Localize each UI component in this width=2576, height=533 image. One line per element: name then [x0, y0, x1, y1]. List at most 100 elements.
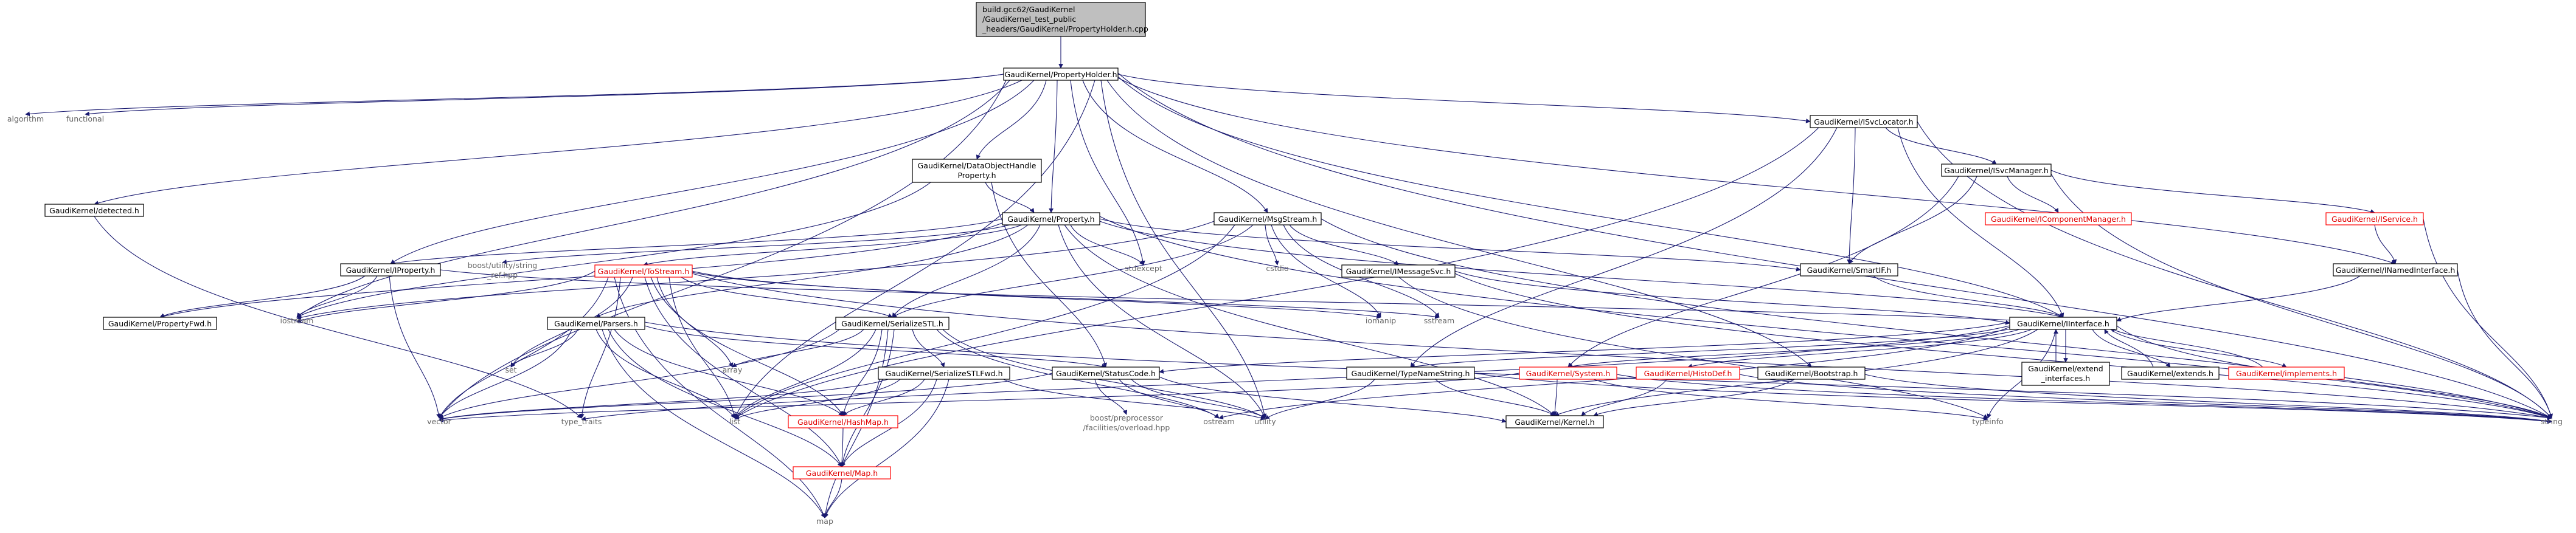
edge-msgstream-to-imessagesvc	[1289, 224, 1399, 266]
edge-tostream-to-map_h	[644, 277, 842, 467]
node-set[interactable]: set	[505, 365, 516, 374]
edge-serializestl-to-map	[823, 329, 889, 518]
node-icomponentmanager[interactable]: GaudiKernel/IComponentManager.h	[1985, 212, 2132, 225]
node-iservice[interactable]: GaudiKernel/IService.h	[2325, 212, 2424, 225]
edge-statuscode-to-boostpp	[1094, 379, 1128, 415]
include-edges	[25, 36, 2553, 518]
node-stdexcept[interactable]: stdexcept	[1125, 264, 1162, 273]
node-implements[interactable]: GaudiKernel/implements.h	[2228, 366, 2345, 380]
label-implements: GaudiKernel/implements.h	[2236, 369, 2337, 378]
node-serializestl[interactable]: GaudiKernel/SerializeSTL.h	[835, 317, 950, 330]
node-iomanip[interactable]: iomanip	[1366, 316, 1396, 325]
node-msgstream[interactable]: GaudiKernel/MsgStream.h	[1213, 212, 1322, 225]
node-property[interactable]: GaudiKernel/Property.h	[1002, 212, 1100, 225]
node-boost-string-ref-line2[interactable]: _ref.hpp	[487, 270, 518, 280]
node-inamedinterface[interactable]: GaudiKernel/INamedInterface.h	[2333, 263, 2458, 277]
node-boost-string-ref-line1[interactable]: boost/utility/string	[468, 261, 538, 270]
edge-iproperty-to-iinterface	[440, 269, 2064, 326]
node-parsers[interactable]: GaudiKernel/Parsers.h	[547, 317, 645, 330]
node-imessagesvc[interactable]: GaudiKernel/IMessageSvc.h	[1341, 264, 1456, 278]
node-extends[interactable]: GaudiKernel/extends.h	[2121, 366, 2220, 380]
node-type-traits[interactable]: type_traits	[561, 417, 602, 426]
node-map-h[interactable]: GaudiKernel/Map.h	[793, 466, 891, 480]
label-tostream: GaudiKernel/ToStream.h	[598, 267, 689, 276]
edge-iproperty-to-propertyfwd	[159, 275, 366, 318]
node-algorithm[interactable]: algorithm	[7, 114, 44, 123]
node-cstdio[interactable]: cstdio	[1266, 264, 1288, 273]
node-functional[interactable]: functional	[66, 114, 104, 123]
node-array[interactable]: array	[723, 365, 743, 374]
node-kernel[interactable]: GaudiKernel/Kernel.h	[1505, 415, 1604, 428]
label-icomponentmanager: GaudiKernel/IComponentManager.h	[1991, 215, 2126, 224]
edge-property-to-smartif	[1099, 218, 1801, 272]
node-tostream[interactable]: GaudiKernel/ToStream.h	[594, 264, 693, 278]
node-isvclocator[interactable]: GaudiKernel/ISvcLocator.h	[1810, 115, 1918, 128]
label-statuscode: GaudiKernel/StatusCode.h	[1056, 369, 1156, 378]
label-inamedinterface: GaudiKernel/INamedInterface.h	[2336, 266, 2456, 275]
edge-system-to-vector	[439, 373, 1520, 423]
edge-tostream-to-iomanip	[692, 270, 1381, 319]
edge-ph-to-property	[1049, 80, 1058, 213]
label-property: GaudiKernel/Property.h	[1007, 215, 1094, 224]
node-serializestlfwd[interactable]: GaudiKernel/SerializeSTLFwd.h	[878, 366, 1010, 380]
label-smartif: GaudiKernel/SmartIF.h	[1807, 266, 1892, 275]
node-iinterface[interactable]: GaudiKernel/IInterface.h	[2009, 317, 2117, 330]
node-propertyfwd[interactable]: GaudiKernel/PropertyFwd.h	[103, 317, 217, 330]
label-bootstrap: GaudiKernel/Bootstrap.h	[1765, 369, 1858, 378]
node-histodef[interactable]: GaudiKernel/HistoDef.h	[1636, 366, 1740, 380]
node-propertyholder[interactable]: GaudiKernel/PropertyHolder.h	[1003, 67, 1119, 81]
node-statuscode[interactable]: GaudiKernel/StatusCode.h	[1052, 366, 1160, 380]
node-bootstrap[interactable]: GaudiKernel/Bootstrap.h	[1757, 366, 1866, 380]
node-typenamestring[interactable]: GaudiKernel/TypeNameString.h	[1346, 366, 1475, 380]
node-dataobjecthandleproperty[interactable]: GaudiKernel/DataObjectHandle Property.h	[912, 159, 1042, 183]
edge-ph-to-stdexcept	[1070, 80, 1145, 266]
node-isvcmanager[interactable]: GaudiKernel/ISvcManager.h	[1941, 163, 2052, 177]
node-boost-preprocessor-line2[interactable]: /facilities/overload.hpp	[1083, 423, 1170, 432]
node-boost-preprocessor-line1[interactable]: boost/preprocessor	[1090, 413, 1164, 422]
edge-implements-to-iinterface	[2110, 328, 2263, 368]
edge-parsers-to-statuscode	[644, 325, 1106, 369]
edge-isvclocator-to-smartif	[1847, 127, 1856, 264]
node-smartif[interactable]: GaudiKernel/SmartIF.h	[1800, 263, 1898, 277]
edge-detected-to-type_traits	[94, 216, 582, 419]
edge-isvcmanager-to-system	[1567, 176, 1959, 368]
node-system[interactable]: GaudiKernel/System.h	[1519, 366, 1617, 380]
node-string[interactable]: string	[2541, 417, 2563, 426]
edge-serializestlfwd-to-utility	[1003, 379, 1266, 421]
edge-iservice-to-inamedinterface	[2374, 224, 2397, 264]
node-iproperty[interactable]: GaudiKernel/IProperty.h	[340, 263, 441, 277]
edge-serializestl-to-serializestlfwd	[912, 329, 945, 368]
edge-ph-to-functional	[85, 74, 1004, 117]
node-typeinfo[interactable]: typeinfo	[1972, 417, 2003, 426]
label-isvcmanager: GaudiKernel/ISvcManager.h	[1944, 166, 2049, 175]
node-iostream[interactable]: iostream	[280, 316, 314, 325]
edge-property-to-iinterface	[1099, 221, 2064, 319]
node-detected[interactable]: GaudiKernel/detected.h	[44, 204, 144, 217]
label-dohp-line2: Property.h	[957, 171, 996, 180]
edge-map_h-to-map	[823, 478, 842, 518]
node-vector[interactable]: vector	[427, 417, 452, 426]
edge-parsers-to-map	[602, 329, 825, 518]
node-map[interactable]: map	[816, 517, 833, 526]
edge-isvclocator-to-iinterface	[1897, 127, 2064, 318]
node-list[interactable]: list	[729, 417, 740, 426]
node-utility[interactable]: utility	[1254, 417, 1276, 426]
node-sstream[interactable]: sstream	[1424, 316, 1454, 325]
edge-msgstream-to-list	[734, 224, 1235, 419]
label-system: GaudiKernel/System.h	[1526, 369, 1611, 378]
label-kernel: GaudiKernel/Kernel.h	[1515, 418, 1594, 427]
edge-serializestl-to-hashmap	[841, 329, 883, 416]
label-propertyfwd: GaudiKernel/PropertyFwd.h	[108, 319, 212, 328]
node-extend-interfaces[interactable]: GaudiKernel/extend _interfaces.h	[2021, 362, 2110, 386]
label-serializestl: GaudiKernel/SerializeSTL.h	[841, 319, 943, 328]
edge-imessagesvc-to-string	[1454, 273, 2552, 419]
node-root-file[interactable]: build.gcc62/GaudiKernel /GaudiKernel_tes…	[976, 2, 1148, 37]
node-ostream[interactable]: ostream	[1203, 417, 1234, 426]
edge-bootstrap-to-kernel	[1593, 379, 1795, 416]
label-extend-line2: _interfaces.h	[2041, 374, 2090, 383]
edge-ph-to-dohp	[976, 80, 1047, 160]
edge-msgstream-to-serializestl	[892, 224, 1254, 318]
edge-msgstream-to-iostream	[296, 221, 1215, 320]
node-hashmap[interactable]: GaudiKernel/HashMap.h	[788, 415, 898, 428]
